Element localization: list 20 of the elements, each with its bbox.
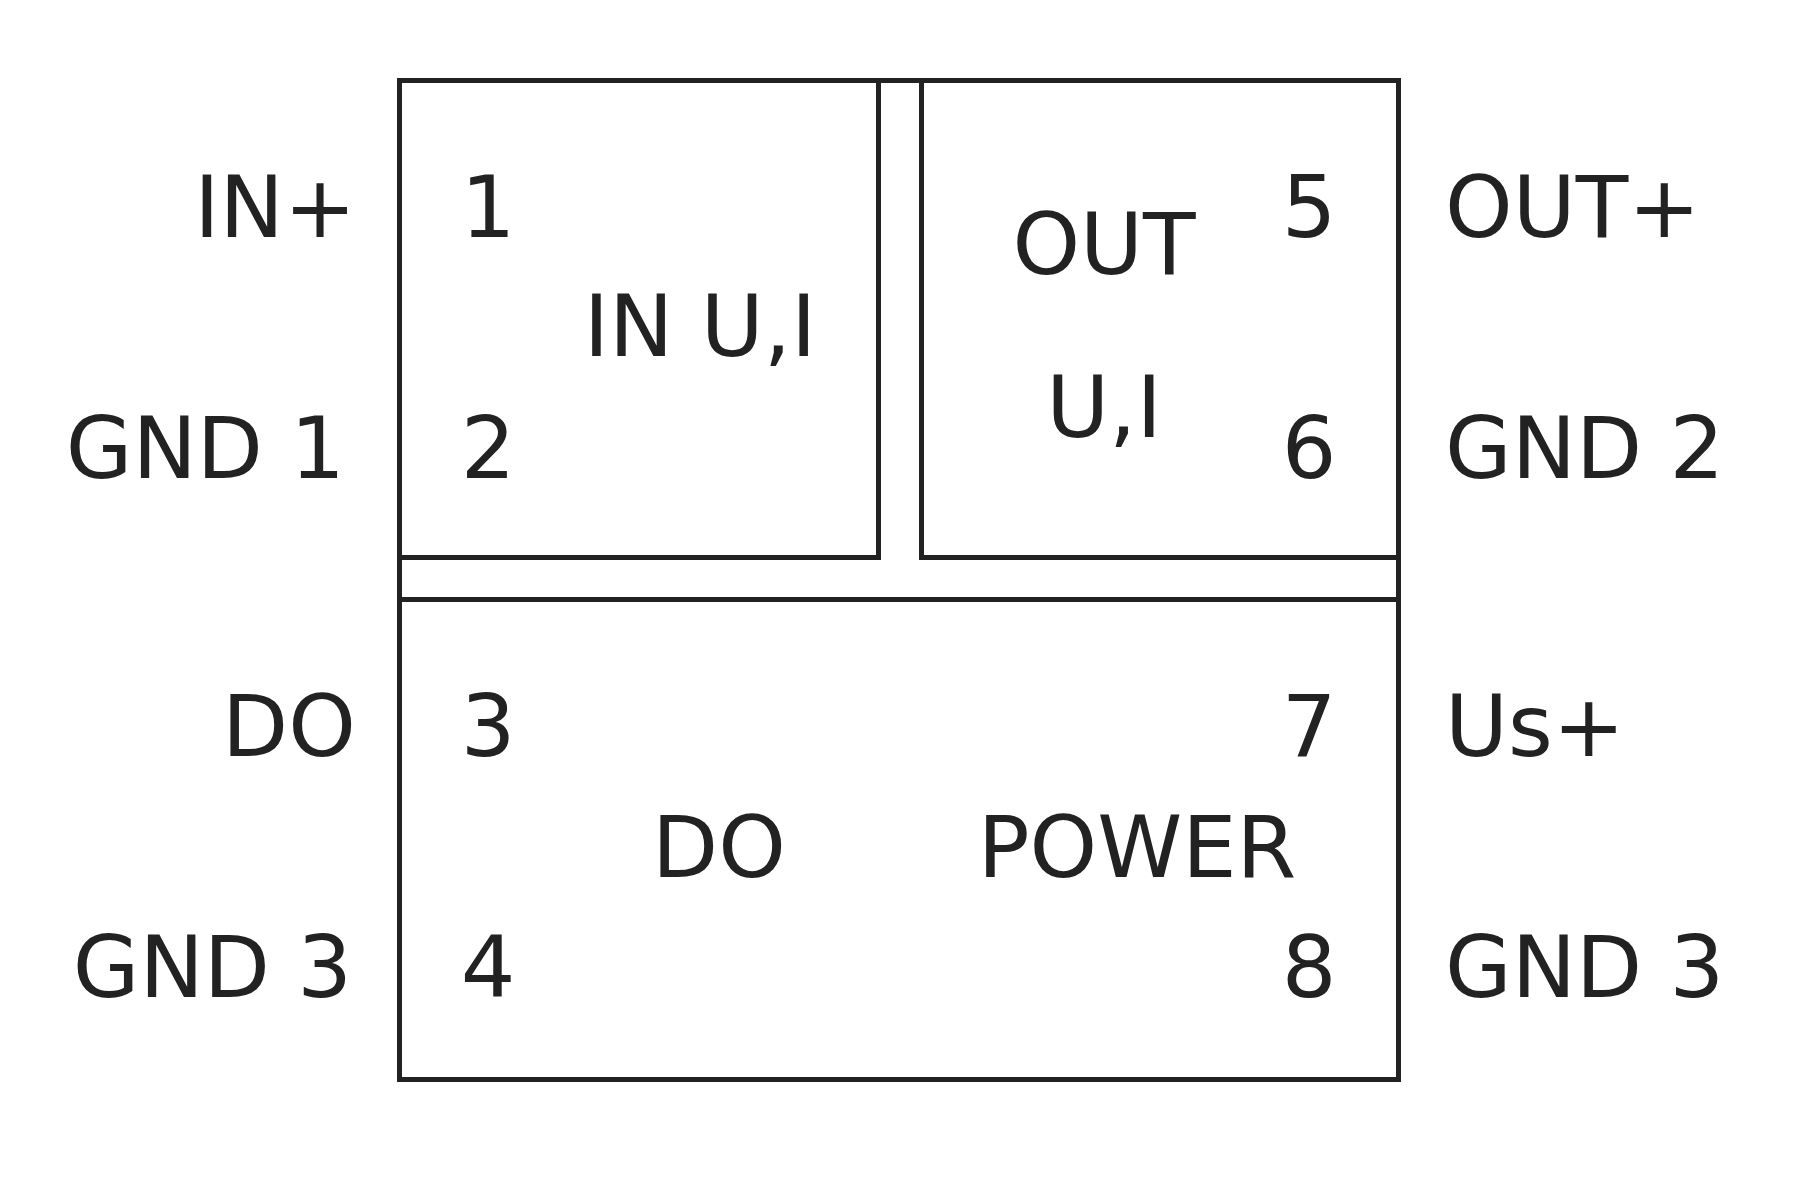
pin-number: 6 xyxy=(1281,405,1337,491)
pin-number: 7 xyxy=(1281,683,1337,769)
signal-name: GND 3 xyxy=(1445,924,1725,1010)
pin-number: 2 xyxy=(460,405,516,491)
pin-number: 3 xyxy=(460,683,516,769)
pin-number: 5 xyxy=(1281,164,1337,250)
signal-name: DO xyxy=(222,683,356,769)
signal-name: IN+ xyxy=(194,164,356,250)
signal-name: GND 1 xyxy=(65,405,345,491)
block-label: POWER xyxy=(977,804,1297,890)
signal-name: GND 2 xyxy=(1445,405,1725,491)
block-label: IN U,I xyxy=(582,274,818,378)
block-label: OUT U,I xyxy=(1011,193,1197,459)
pin-number: 4 xyxy=(460,924,516,1010)
signal-name: Us+ xyxy=(1445,683,1625,769)
pin-number: 8 xyxy=(1281,924,1337,1010)
block-label: DO xyxy=(652,804,786,890)
signal-name: OUT+ xyxy=(1445,164,1701,250)
signal-name: GND 3 xyxy=(72,924,352,1010)
pin-number: 1 xyxy=(460,164,516,250)
